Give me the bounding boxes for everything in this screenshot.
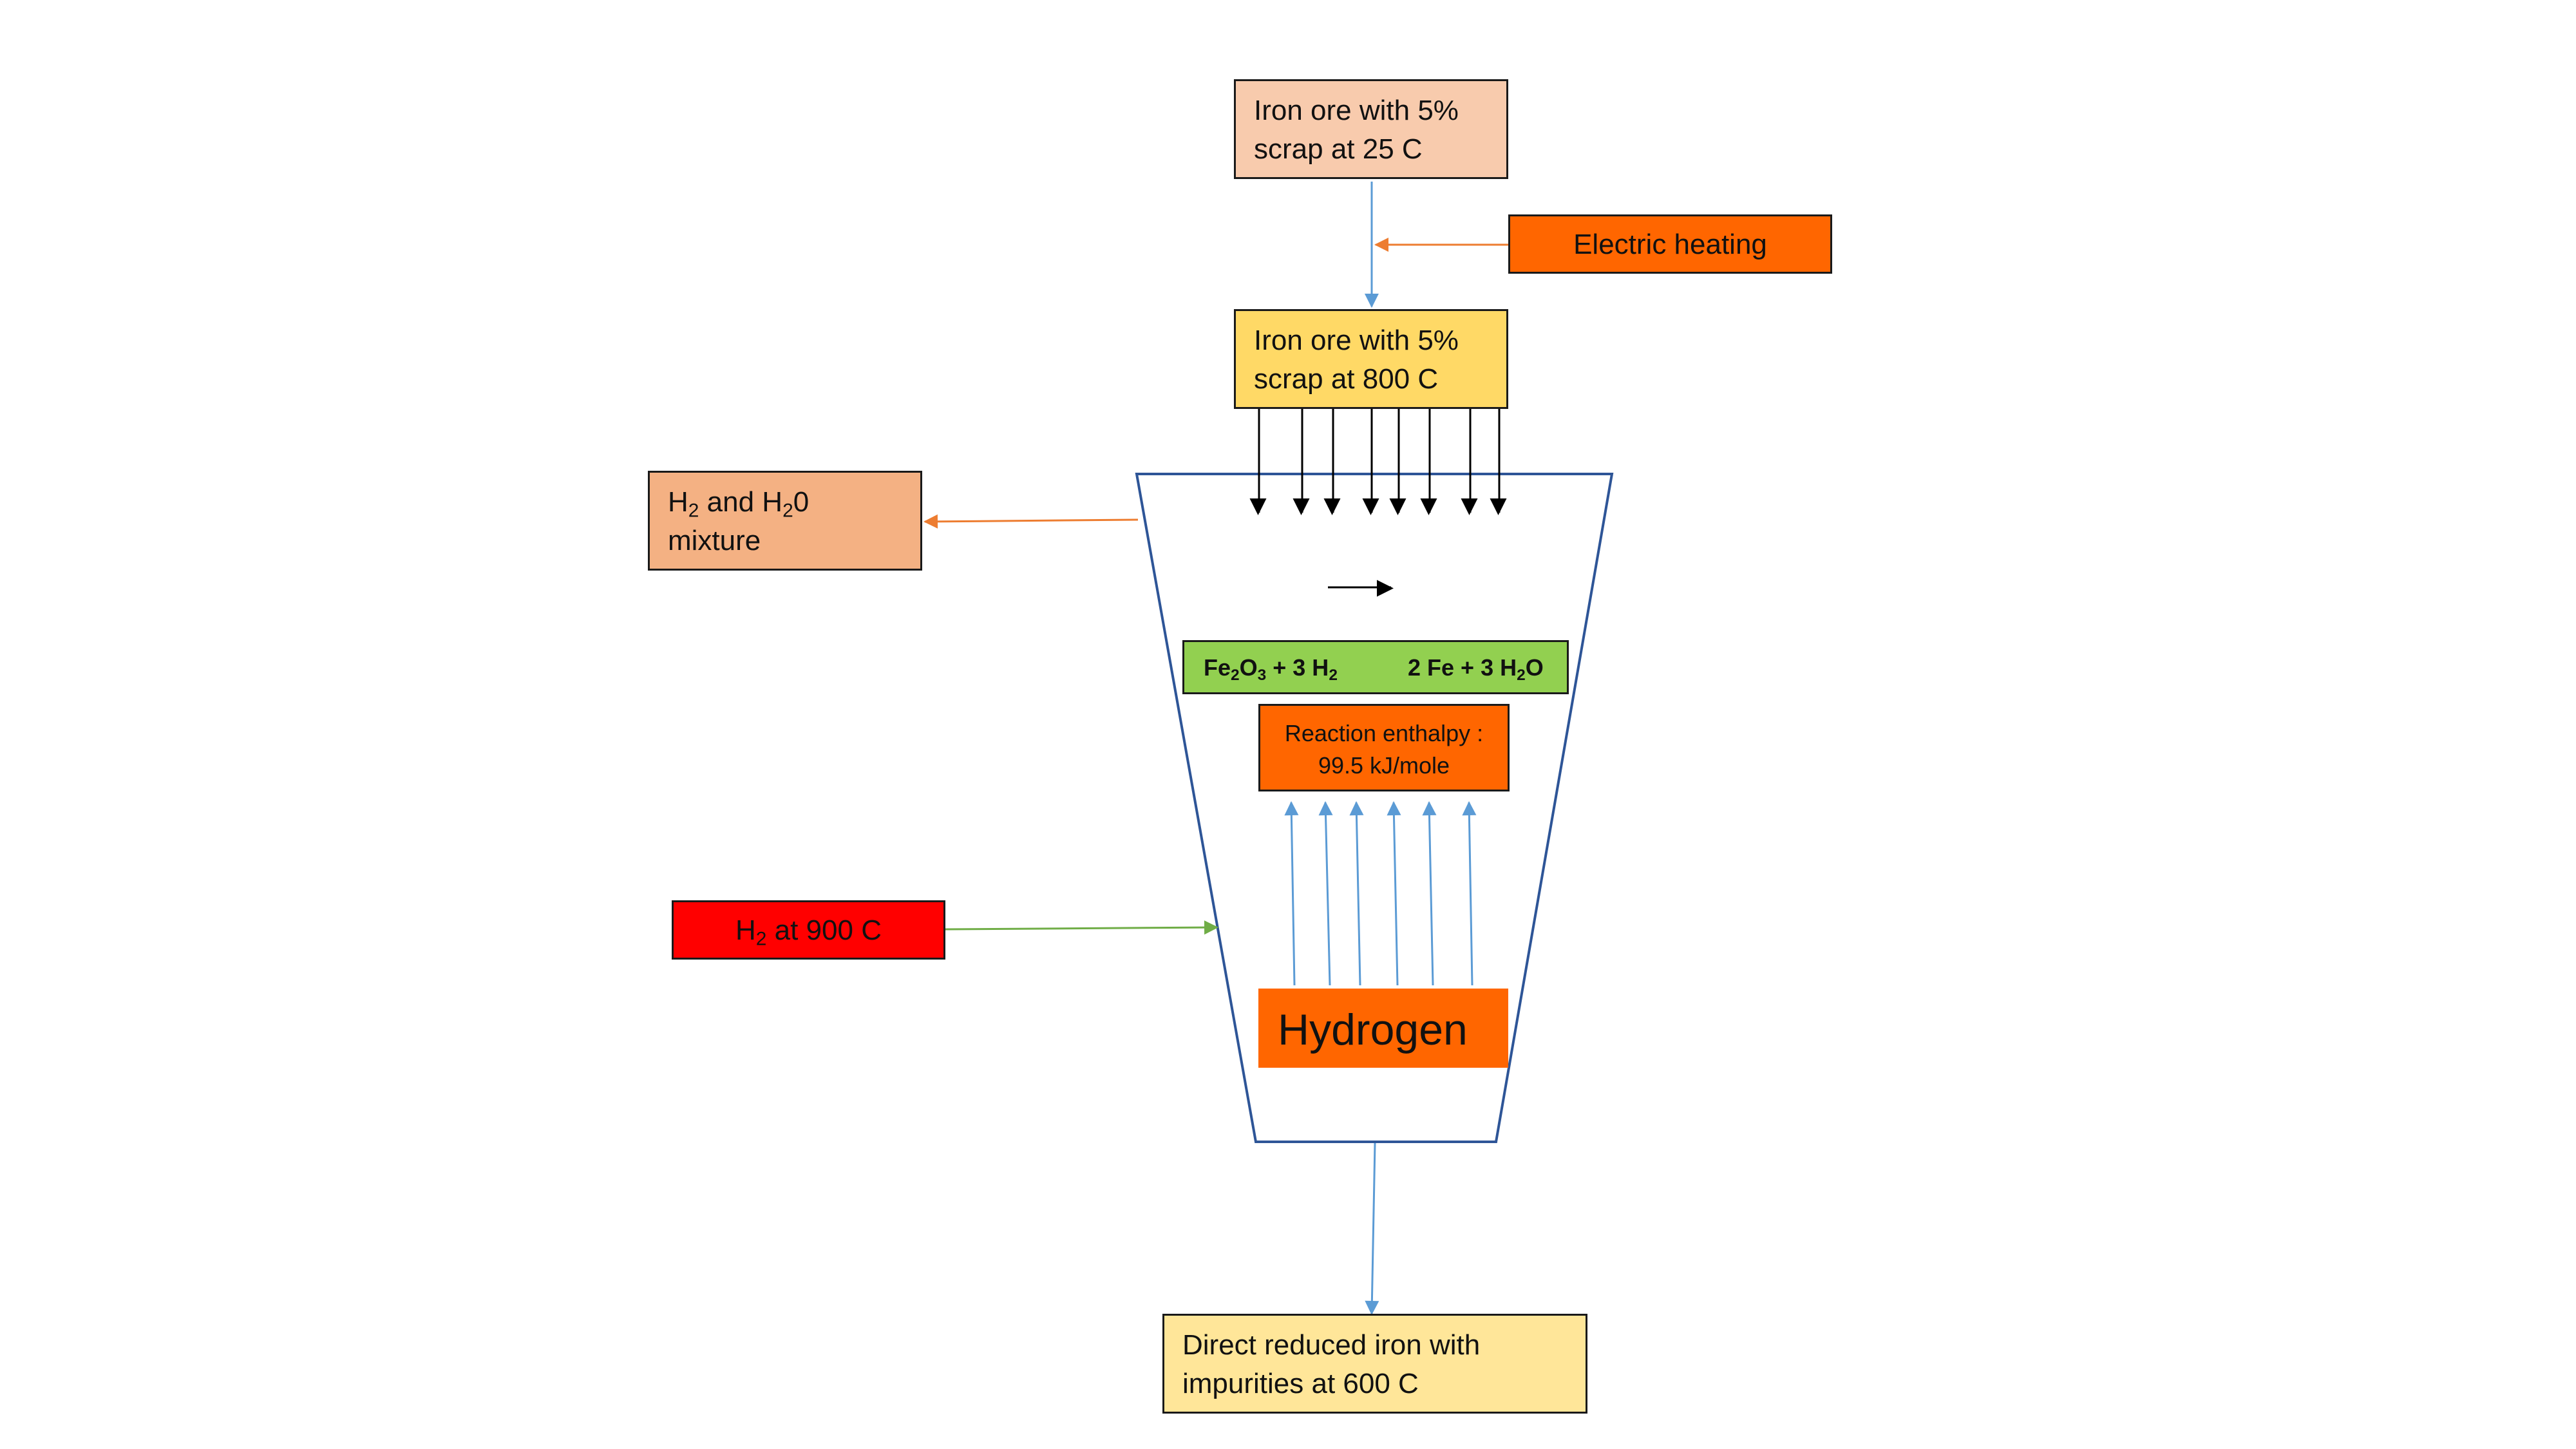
feed-cold-line2: scrap at 25 C: [1254, 133, 1423, 165]
feed-cold-box: Iron ore with 5% scrap at 25 C: [1234, 79, 1508, 179]
product-arrow: [1365, 1142, 1379, 1315]
feed-hot-box: Iron ore with 5% scrap at 800 C: [1234, 309, 1508, 409]
hydrogen-label: Hydrogen: [1278, 1005, 1468, 1054]
reaction-reactants: Fe2O3 + 3 H2: [1204, 654, 1338, 684]
hydrogen-rise-arrow: [1349, 800, 1364, 986]
feed-hot-line1: Iron ore with 5%: [1254, 325, 1459, 356]
product-line1: Direct reduced iron with: [1182, 1329, 1481, 1361]
hydrogen-rise-arrows: [1284, 800, 1477, 986]
product-box: Direct reduced iron with impurities at 6…: [1162, 1314, 1587, 1414]
hydrogen-inlet-arrow: [945, 920, 1219, 935]
off-gas-arrow: [923, 514, 1139, 529]
reactor-vessel: [1135, 473, 1614, 1143]
ore-drop-arrows: [1249, 408, 1507, 515]
hydrogen-rise-arrow: [1462, 800, 1477, 986]
product-line2: impurities at 600 C: [1182, 1368, 1419, 1399]
off-gas-line2: mixture: [668, 525, 761, 556]
hydrogen-inlet-label: H2 at 900 C: [735, 914, 882, 950]
off-gas-box: H2 and H20 mixture: [648, 471, 922, 571]
hydrogen-rise-arrow: [1284, 800, 1299, 986]
reaction-equation-box: Fe2O3 + 3 H2 2 Fe + 3 H2O: [1182, 640, 1569, 694]
off-gas-line1: H2 and H20: [668, 486, 810, 522]
hydrogen-rise-arrow: [1422, 800, 1437, 986]
reaction-products: 2 Fe + 3 H2O: [1408, 654, 1544, 684]
enthalpy-box: Reaction enthalpy : 99.5 kJ/mole: [1258, 704, 1510, 791]
enthalpy-line2: 99.5 kJ/mole: [1318, 752, 1450, 779]
electric-heating-box: Electric heating: [1508, 214, 1832, 274]
hydrogen-rise-arrow: [1318, 800, 1333, 986]
feed-hot-line2: scrap at 800 C: [1254, 363, 1439, 395]
electric-heating-label: Electric heating: [1573, 229, 1767, 260]
feed-cold-line1: Iron ore with 5%: [1254, 95, 1459, 126]
hydrogen-inlet-box: H2 at 900 C: [672, 900, 945, 960]
hydrogen-rise-arrow: [1387, 800, 1401, 986]
enthalpy-line1: Reaction enthalpy :: [1284, 720, 1484, 746]
hydrogen-box: Hydrogen: [1258, 989, 1508, 1068]
